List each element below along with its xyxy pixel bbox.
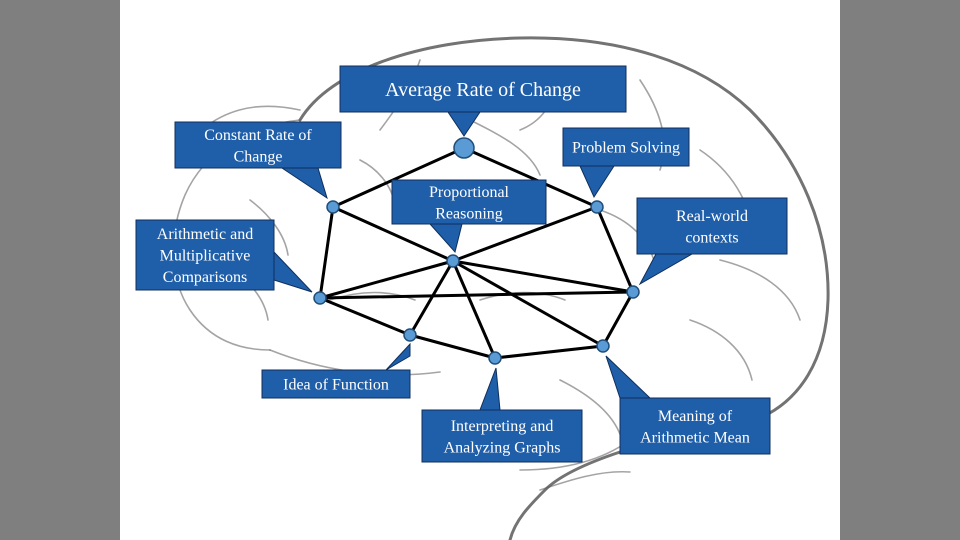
edge-comparisons-real-world — [318, 290, 635, 300]
node-function — [403, 328, 417, 342]
callout-constant-rate: Constant Rate of Change — [174, 121, 342, 200]
edge-proportional-function — [408, 259, 455, 337]
callout-label: Average Rate of Change — [385, 79, 581, 101]
brain-fold-line — [249, 199, 289, 256]
callout-pointer — [428, 223, 463, 254]
node-comparisons — [313, 291, 327, 305]
callout-pointer — [447, 111, 481, 137]
callout-label: Change — [234, 148, 283, 165]
brain-fold-line — [559, 379, 623, 441]
brain-fold-line — [719, 259, 801, 321]
edge-proportional-mean — [451, 259, 605, 348]
callout-pointer — [579, 165, 615, 199]
callout-pointer — [385, 342, 411, 371]
callout-pointer — [605, 355, 652, 399]
callout-label: Comparisons — [163, 269, 247, 286]
node-problem-solving — [590, 200, 604, 214]
callout-label: Multiplicative — [160, 248, 251, 265]
node-mean — [596, 339, 610, 353]
brain-fold-line — [469, 119, 541, 176]
callout-box — [261, 369, 411, 399]
edge-rate-of-change-constant-rate — [331, 146, 466, 209]
callout-problem-solving: Problem Solving — [562, 127, 690, 199]
callout-label: Arithmetic and — [157, 226, 253, 243]
network-edges — [318, 146, 635, 360]
callout-pointer — [638, 253, 694, 286]
brain-fold-line — [359, 159, 396, 211]
callout-box — [421, 409, 583, 463]
callout-label: Idea of Function — [283, 377, 389, 394]
callout-real-world: Real-world contexts — [636, 197, 788, 286]
network-nodes — [313, 137, 640, 365]
edge-function-graphs — [408, 333, 497, 360]
edge-proportional-graphs — [451, 259, 497, 360]
callout-box — [636, 197, 788, 255]
callout-label: Interpreting and — [451, 418, 554, 435]
callout-box — [562, 127, 690, 167]
callout-label: Problem Solving — [572, 140, 680, 157]
callout-pointer — [280, 167, 328, 200]
node-rate-of-change — [453, 137, 475, 159]
callout-function: Idea of Function — [261, 342, 411, 399]
callout-box — [391, 179, 547, 225]
callout-label: Constant Rate of — [204, 127, 312, 144]
brain-fold-line — [479, 291, 566, 301]
edge-constant-rate-proportional — [331, 205, 455, 263]
callout-box — [174, 121, 342, 169]
callout-label: Analyzing Graphs — [444, 439, 561, 456]
brain-fold-line — [539, 470, 631, 491]
callout-label: Reasoning — [435, 205, 503, 222]
brain-fold-line — [689, 319, 753, 381]
node-constant-rate — [326, 200, 340, 214]
edge-graphs-mean — [493, 344, 605, 360]
callout-label: Arithmetic Mean — [640, 429, 750, 446]
callout-rate-of-change: Average Rate of Change — [339, 65, 627, 137]
edge-proportional-comparisons — [318, 259, 455, 300]
callout-box — [619, 397, 771, 455]
node-proportional — [446, 254, 460, 268]
callout-label: contexts — [685, 229, 738, 246]
edge-problem-solving-proportional — [451, 205, 599, 263]
edge-problem-solving-real-world — [595, 205, 635, 294]
brain-outline-path — [298, 36, 830, 540]
edge-mean-real-world — [601, 290, 635, 348]
callout-pointer — [273, 250, 313, 293]
callout-box — [135, 219, 275, 291]
edge-rate-of-change-problem-solving — [462, 146, 599, 209]
callout-label: Real-world — [676, 208, 748, 225]
node-graphs — [488, 351, 502, 365]
edge-comparisons-function — [318, 296, 412, 337]
edge-constant-rate-comparisons — [318, 205, 335, 300]
callout-mean: Meaning of Arithmetic Mean — [605, 355, 771, 455]
callout-label: Meaning of — [658, 408, 733, 425]
node-real-world — [626, 285, 640, 299]
callout-pointer — [479, 367, 501, 411]
callout-label: Proportional — [429, 184, 510, 201]
callout-box — [339, 65, 627, 113]
edge-proportional-real-world — [451, 259, 635, 294]
